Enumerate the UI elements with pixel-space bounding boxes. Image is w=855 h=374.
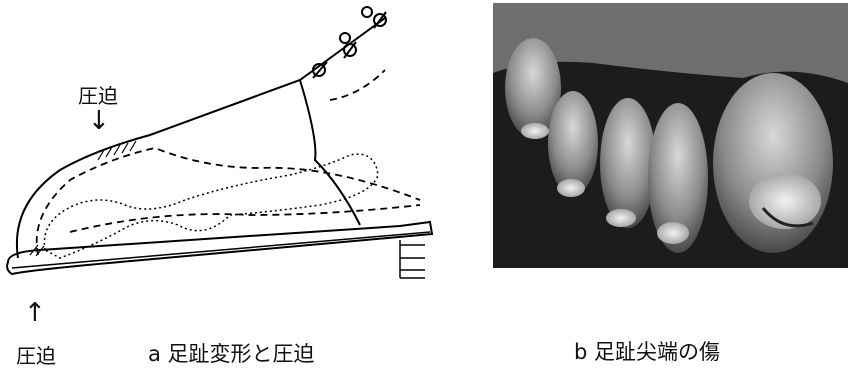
caption-b: b 足趾尖端の傷 [574, 336, 720, 366]
shoe-foot-diagram [0, 0, 440, 374]
toes-photo [493, 3, 848, 268]
heel-block [400, 240, 425, 278]
arrow-up-icon: ↑ [24, 298, 46, 328]
arrow-down-icon: ↓ [88, 106, 110, 136]
shoe-laces [313, 7, 386, 78]
shoe-sole [7, 222, 432, 274]
pressure-label-bottom: 圧迫 [16, 340, 56, 369]
shoe-upper [17, 18, 385, 258]
caption-a: a 足趾変形と圧迫 [148, 338, 315, 368]
pressure-label-top: 圧迫 [78, 80, 118, 109]
